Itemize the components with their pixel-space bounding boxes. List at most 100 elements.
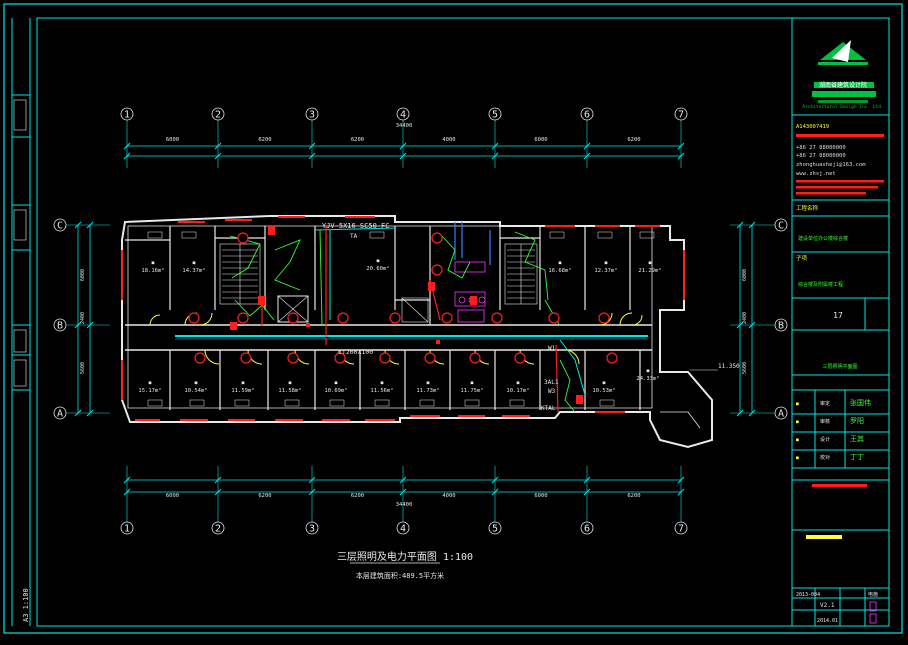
panel-label: 3AL1 [544, 379, 559, 386]
axis-bubble [396, 521, 410, 535]
axis-label: 2 [215, 524, 221, 535]
sheet-type: 电施 [868, 591, 878, 598]
dim-label: 4000 [442, 493, 455, 499]
axis-label: A [57, 409, 63, 420]
subproject-name: 综合楼及附属楼工程 [798, 281, 843, 288]
axis-label: C [57, 221, 63, 232]
axis-bubble [211, 107, 225, 121]
tel: +86 27 88000000 [796, 145, 846, 151]
axis-bubble [120, 107, 134, 121]
room-area: 21.29m² [638, 267, 661, 274]
axis-label: 3 [309, 110, 315, 121]
fax: +86 27 88000000 [796, 153, 846, 159]
room-tag: ■ [289, 381, 292, 386]
axis-bubble [120, 521, 134, 535]
axis-bubble [580, 107, 594, 121]
axis-label: 7 [678, 524, 684, 535]
axis-label: 2 [215, 110, 221, 121]
room-area: 12.37m² [594, 267, 617, 274]
room-area: 20.60m² [366, 265, 389, 272]
room-tag: ■ [603, 381, 606, 386]
sign-name: 丁丁 [850, 453, 864, 461]
sign-role-icon: ■ [796, 402, 799, 407]
room-area: 14.37m² [182, 267, 205, 274]
room-tag: ■ [377, 259, 380, 264]
axis-label: 4 [400, 110, 406, 121]
company-name: 湖南省建筑设计院 [819, 81, 867, 89]
room-area: 10.69m² [324, 387, 347, 394]
axis-bubble [211, 521, 225, 535]
axis-label: B [57, 321, 63, 332]
level-mark: 11.350 [718, 363, 740, 370]
sheet-count: 17 [833, 311, 843, 320]
dim-label: 6200 [627, 137, 640, 143]
dim-label: 6000 [534, 137, 547, 143]
sign-role: 审定 [820, 400, 830, 407]
axis-label: 4 [400, 524, 406, 535]
axis-label: 5 [492, 524, 498, 535]
panel-label: KTAL [541, 405, 556, 412]
room-area: 18.16m² [141, 267, 164, 274]
axis-bubble [674, 521, 688, 535]
floor-plan [121, 215, 718, 449]
room-area: 16.68m² [548, 267, 571, 274]
axis-bubble [396, 107, 410, 121]
sign-role: 审核 [820, 418, 830, 425]
axis-bubble [674, 107, 688, 121]
room-area: 10.53m² [592, 387, 615, 394]
room-tag: ■ [195, 381, 198, 386]
axis-label: B [778, 321, 784, 332]
sign-name: 罗阳 [850, 416, 864, 425]
company-name-en: Architectural Design Inc. Ltd. [802, 104, 883, 110]
room-tag: ■ [647, 369, 650, 374]
axis-grid: 1122334455667760006000620062006200620040… [53, 107, 788, 535]
axis-bubble [305, 521, 319, 535]
axis-bubble [580, 521, 594, 535]
room-area: 11.59m² [231, 387, 254, 394]
tray-spec: CT200X100 [338, 348, 373, 356]
room-tag: ■ [649, 261, 652, 266]
cable-spec-sub: TA [350, 233, 358, 240]
date: 2014.01 [817, 618, 838, 624]
axis-label: 7 [678, 110, 684, 121]
sign-role-icon: ■ [796, 456, 799, 461]
panel-label: W3 [548, 388, 556, 395]
version: V2.1 [820, 602, 835, 609]
room-tag: ■ [242, 381, 245, 386]
dim-total: 34400 [396, 502, 413, 508]
dim-label: 6200 [351, 137, 364, 143]
room-area: 24.33m² [636, 375, 659, 382]
axis-label: 1 [124, 110, 130, 121]
dim-label: 5600 [80, 362, 86, 374]
room-area: 10.17m² [506, 387, 529, 394]
room-tag: ■ [193, 261, 196, 266]
dim-label: 6000 [166, 493, 179, 499]
sign-role: 校对 [820, 454, 830, 461]
dim-label: 6200 [351, 493, 364, 499]
outer-frame [3, 3, 903, 634]
axis-bubble [305, 107, 319, 121]
drawing-subtitle: 本层建筑面积:489.5平方米 [356, 571, 444, 580]
axis-bubble [488, 107, 502, 121]
panel-label: W1 [548, 345, 556, 352]
sign-name: 张国伟 [850, 398, 871, 407]
dim-label: 6000 [742, 269, 748, 281]
room-area: 11.56m² [370, 387, 393, 394]
room-area: 11.73m² [416, 387, 439, 394]
room-tag: ■ [149, 381, 152, 386]
axis-label: 3 [309, 524, 315, 535]
room-tag: ■ [335, 381, 338, 386]
sign-role-icon: ■ [796, 420, 799, 425]
dim-total: 34400 [396, 123, 413, 129]
room-area: 11.75m² [460, 387, 483, 394]
dim-label: 2400 [80, 312, 86, 324]
room-area: 15.17m² [138, 387, 161, 394]
axis-label: 6 [584, 524, 590, 535]
dim-label: 4000 [442, 137, 455, 143]
axis-label: 1 [124, 524, 130, 535]
email: zhonghuasheji@163.com [796, 162, 866, 168]
dim-label: 6000 [80, 269, 86, 281]
project-name: 建设单位办公楼综合楼 [798, 235, 848, 242]
